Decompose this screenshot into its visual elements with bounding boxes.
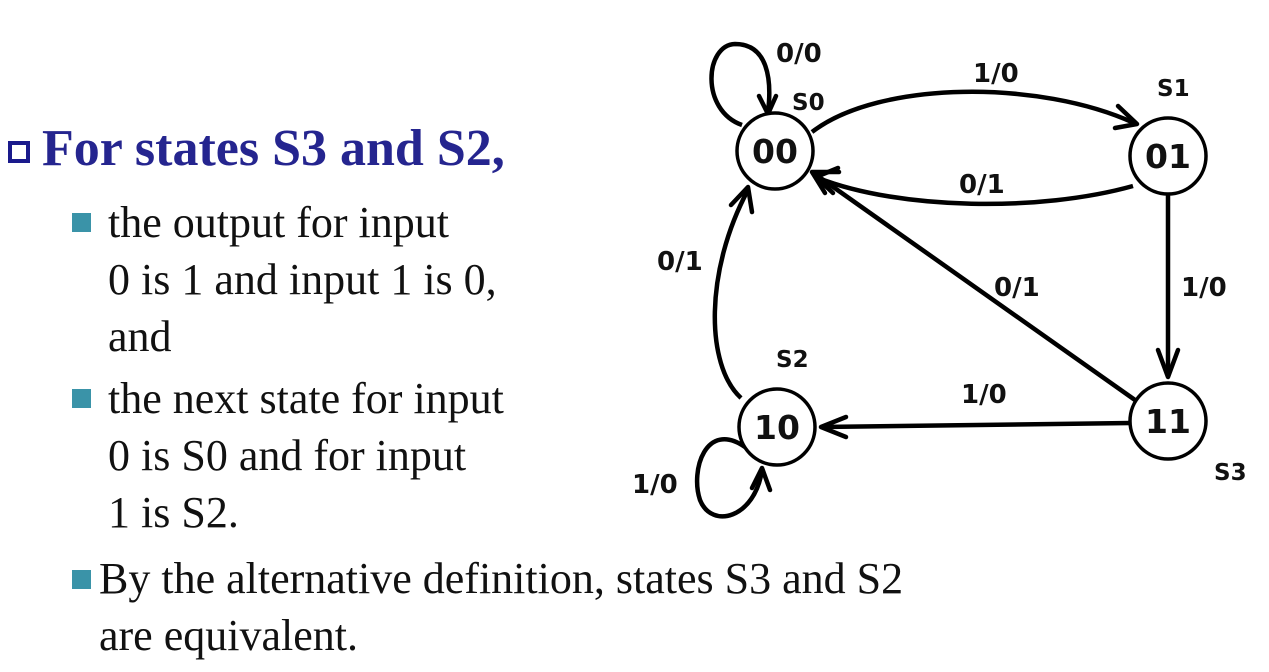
edge-s2-self-loop bbox=[694, 437, 765, 519]
edge-s3-to-s0 bbox=[810, 170, 1137, 402]
edge-label-s3-s0: 0/1 bbox=[994, 273, 1040, 303]
bullet-next-state-rule: the next state for input 0 is S0 and for… bbox=[72, 370, 504, 541]
edge-s2-to-s0 bbox=[712, 188, 750, 400]
state-s1: 01 bbox=[1128, 116, 1208, 196]
arrowhead bbox=[1112, 103, 1140, 131]
state-s3: 11 bbox=[1128, 381, 1208, 461]
bullet-text: the next state for input 0 is S0 and for… bbox=[108, 374, 504, 537]
arrowhead bbox=[728, 184, 755, 215]
bullet-text: By the alternative definition, states S3… bbox=[99, 554, 904, 660]
edge-s0-self-loop bbox=[709, 41, 772, 128]
bullet-text: the output for input 0 is 1 and input 1 … bbox=[108, 198, 497, 361]
state-s0: 00 bbox=[735, 111, 815, 191]
state-name-s0: S0 bbox=[792, 90, 825, 116]
edge-label-s0-self: 0/0 bbox=[776, 39, 822, 69]
state-name-s3: S3 bbox=[1214, 460, 1247, 486]
state-code-label: 10 bbox=[754, 408, 800, 447]
square-bullet-icon bbox=[72, 570, 91, 589]
state-s2: 10 bbox=[737, 387, 817, 467]
edge-label-s3-s2: 1/0 bbox=[961, 380, 1007, 410]
heading-text: For states S3 and S2, bbox=[42, 120, 505, 177]
edge-s1-to-s0 bbox=[817, 175, 1134, 207]
edge-label-s2-self: 1/0 bbox=[632, 470, 678, 500]
bullet-conclusion: By the alternative definition, states S3… bbox=[72, 550, 903, 664]
arrowhead bbox=[818, 414, 849, 440]
arrowhead bbox=[749, 465, 773, 493]
bullet-output-rule: the output for input 0 is 1 and input 1 … bbox=[72, 194, 497, 365]
hollow-square-bullet-icon bbox=[8, 141, 30, 163]
edge-s3-to-s2 bbox=[820, 420, 1132, 430]
state-name-s1: S1 bbox=[1157, 76, 1190, 102]
edge-s0-to-s1 bbox=[810, 89, 1135, 134]
square-bullet-icon bbox=[72, 213, 91, 232]
edge-label-s1-s3: 1/0 bbox=[1181, 273, 1227, 303]
square-bullet-icon bbox=[72, 389, 91, 408]
state-code-label: 11 bbox=[1145, 402, 1191, 441]
arrowhead bbox=[809, 169, 842, 196]
state-code-label: 00 bbox=[752, 132, 798, 171]
edge-label-s0-s1: 1/0 bbox=[973, 59, 1019, 89]
state-name-s2: S2 bbox=[776, 347, 809, 373]
arrowhead bbox=[1155, 347, 1181, 380]
slide-heading: For states S3 and S2, bbox=[8, 118, 505, 180]
edge-label-s2-s0: 0/1 bbox=[657, 247, 703, 277]
state-code-label: 01 bbox=[1145, 137, 1191, 176]
edge-label-s1-s0: 0/1 bbox=[959, 170, 1005, 200]
